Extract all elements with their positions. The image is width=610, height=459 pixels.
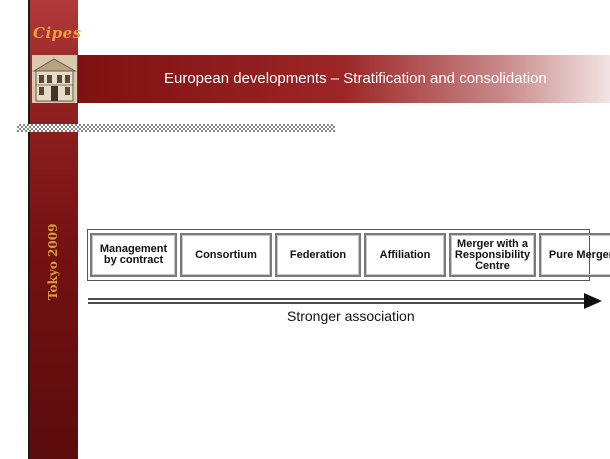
box-merger-responsibility-centre: Merger with a Responsibility Centre [449, 233, 536, 277]
slide-title: European developments – Stratification a… [164, 70, 547, 87]
logo-text: Cipes [33, 24, 82, 42]
box-management-by-contract: Management by contract [90, 233, 177, 277]
checkered-divider [17, 124, 335, 132]
association-scale: Management by contract Consortium Federa… [87, 229, 610, 281]
side-label: Tokyo 2009 [46, 223, 60, 300]
building-icon [32, 55, 77, 103]
box-pure-merger: Pure Merger [539, 233, 610, 277]
arrow-icon [88, 292, 602, 312]
sidebar-edge [28, 0, 30, 459]
box-federation: Federation [275, 233, 361, 277]
title-band [78, 55, 610, 103]
arrow-label: Stronger association [287, 308, 415, 324]
box-affiliation: Affiliation [364, 233, 446, 277]
box-consortium: Consortium [180, 233, 272, 277]
